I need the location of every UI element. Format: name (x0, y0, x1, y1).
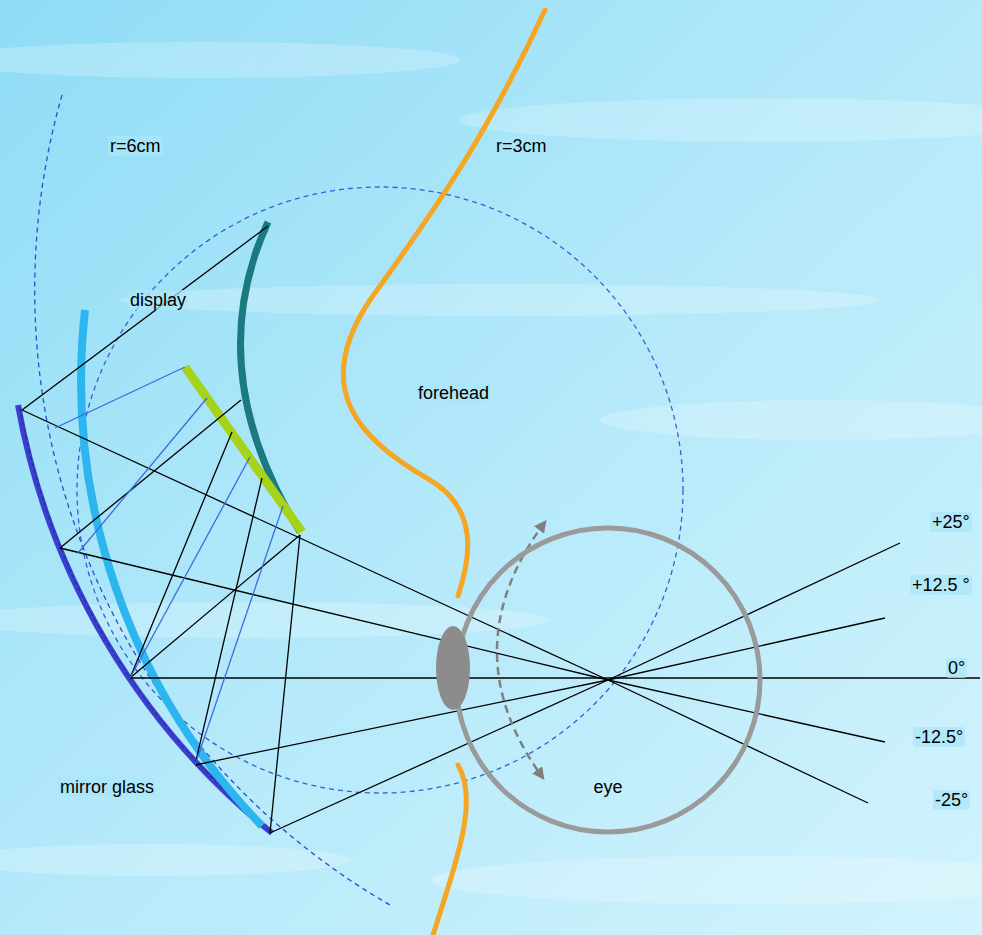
cloud-streaks (0, 42, 982, 904)
angle-label: 0° (946, 658, 967, 678)
cheek-profile (433, 765, 467, 935)
angle-label: +25° (930, 512, 972, 532)
radius-label: r=6cm (108, 136, 163, 156)
radius-label: r=3cm (494, 136, 549, 156)
light-rays (22, 226, 980, 833)
eye-label: eye (591, 777, 624, 797)
eye-circle: eye (453, 525, 763, 835)
part-label: display (128, 290, 188, 310)
part-label: forehead (416, 383, 491, 403)
forehead-profile (343, 10, 545, 596)
mirror-glass (18, 405, 272, 833)
angle-label: +12.5 ° (910, 575, 972, 595)
flat-display (185, 367, 302, 532)
angle-label: -12.5° (913, 727, 965, 747)
angle-label: -25° (933, 790, 970, 810)
part-label: mirror glass (58, 777, 156, 797)
mirror-surface (20, 408, 270, 831)
semi-mirror (81, 310, 262, 826)
eye-rotation-arrow (497, 522, 545, 778)
display-rays (55, 367, 283, 765)
